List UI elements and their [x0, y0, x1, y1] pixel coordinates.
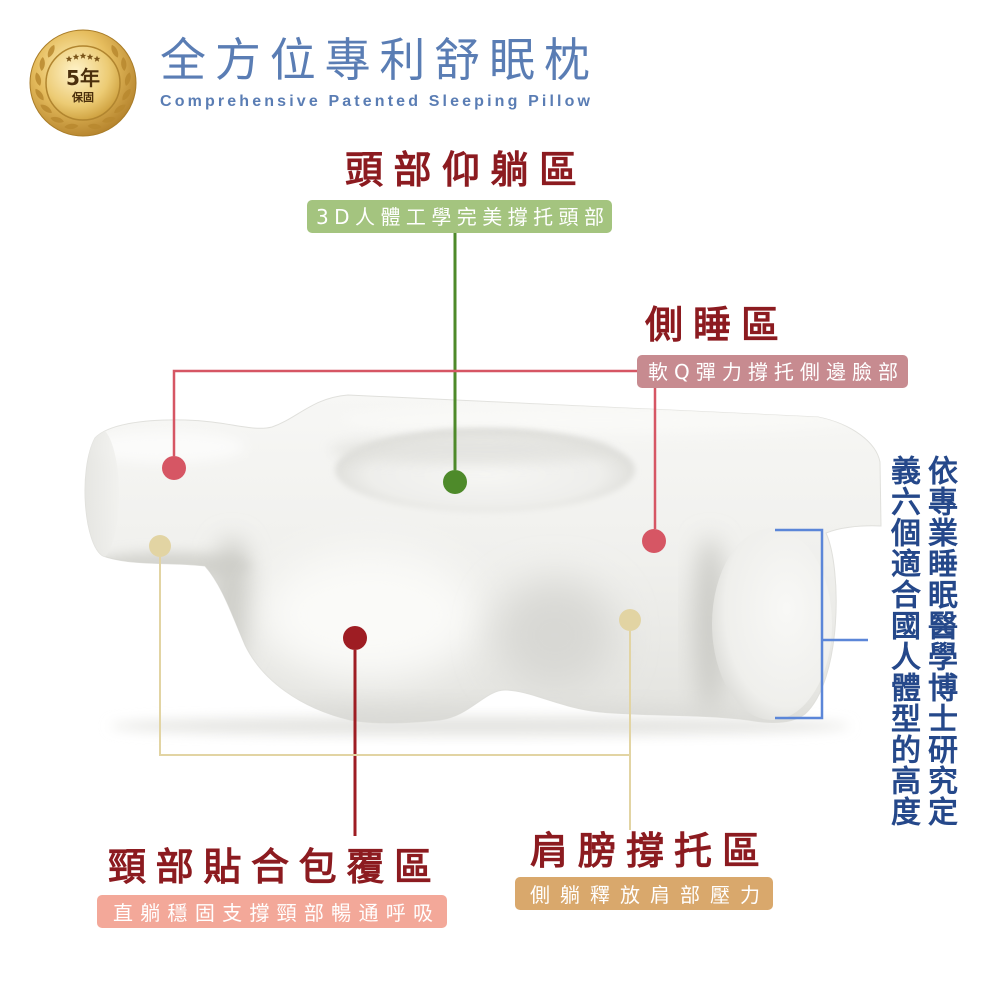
shoulder-support-leader-line-left — [159, 557, 630, 756]
back-ridge-highlight — [340, 406, 860, 434]
zone-desc-pill — [637, 355, 908, 388]
zone-desc-pill — [307, 200, 612, 233]
shoulder-support-connector — [149, 535, 641, 830]
neck-wrap-marker-dot-icon — [343, 626, 367, 650]
neck-valley-shadow — [212, 538, 252, 662]
warranty-label: 保固 — [71, 90, 94, 104]
side-sleep-marker-dot-icon — [162, 456, 186, 480]
neck-bump-highlight — [260, 550, 480, 680]
left-roll-highlight — [85, 431, 245, 463]
height-note-line: 依專業睡眠醫學博士研究定 — [922, 455, 957, 827]
head-supine-connector — [443, 232, 467, 494]
side-sleep-leader-line-left — [172, 369, 637, 456]
height-bracket-line — [775, 528, 824, 720]
zone-side-sleep: 側睡區 軟Q彈力撐托側邊臉部 — [637, 303, 908, 388]
right-end-shadow — [694, 537, 726, 713]
head-supine-marker-dot-icon — [443, 470, 467, 494]
pillow-ground-shadow — [110, 716, 850, 736]
zone-head-supine: 頭部仰躺區 3D人體工學完美撐托頭部 — [307, 148, 612, 233]
side-sleep-connector — [162, 369, 666, 553]
zone-desc: 3D人體工學完美撐托頭部 — [316, 205, 604, 229]
right-roll-end-face — [712, 528, 832, 720]
shoulder-support-marker-dot-icon — [619, 609, 641, 631]
page-title: 全方位專利舒眠枕 — [160, 33, 590, 87]
zone-desc-pill — [515, 877, 773, 910]
zone-neck-wrap: 頸部貼合包覆區 直躺穩固支撐頸部暢通呼吸 — [97, 845, 447, 928]
height-research-note: 依專業睡眠醫學博士研究定 義六個適合國人體型的高度 — [884, 455, 958, 835]
warranty-years: 5年 — [66, 66, 100, 90]
neck-wrap-connector — [343, 626, 367, 836]
warranty-badge: 5年 保固 — [29, 29, 137, 137]
zone-title: 肩膀撐托區 — [530, 829, 760, 873]
zone-title: 側睡區 — [644, 303, 779, 347]
zone-title: 頸部貼合包覆區 — [108, 845, 432, 889]
zone-desc: 軟Q彈力撐托側邊臉部 — [648, 360, 898, 384]
pillow-photo — [84, 394, 882, 736]
zone-title: 頭部仰躺區 — [345, 148, 577, 192]
zone-shoulder-support: 肩膀撐托區 側躺釋放肩部壓力 — [515, 829, 773, 910]
zone-desc-pill — [97, 895, 447, 928]
shoulder-support-marker-dot-icon — [149, 535, 171, 557]
shoulder-scoop-shadow — [495, 580, 615, 690]
page-subtitle: Comprehensive Patented Sleeping Pillow — [160, 93, 591, 110]
height-note-line: 義六個適合國人體型的高度 — [885, 455, 920, 827]
height-bracket — [775, 528, 868, 720]
badge-inner-disc — [45, 45, 121, 121]
side-sleep-marker-dot-icon — [642, 529, 666, 553]
left-roll-end-face — [84, 428, 119, 560]
recess-back-wall-shadow — [330, 436, 610, 464]
